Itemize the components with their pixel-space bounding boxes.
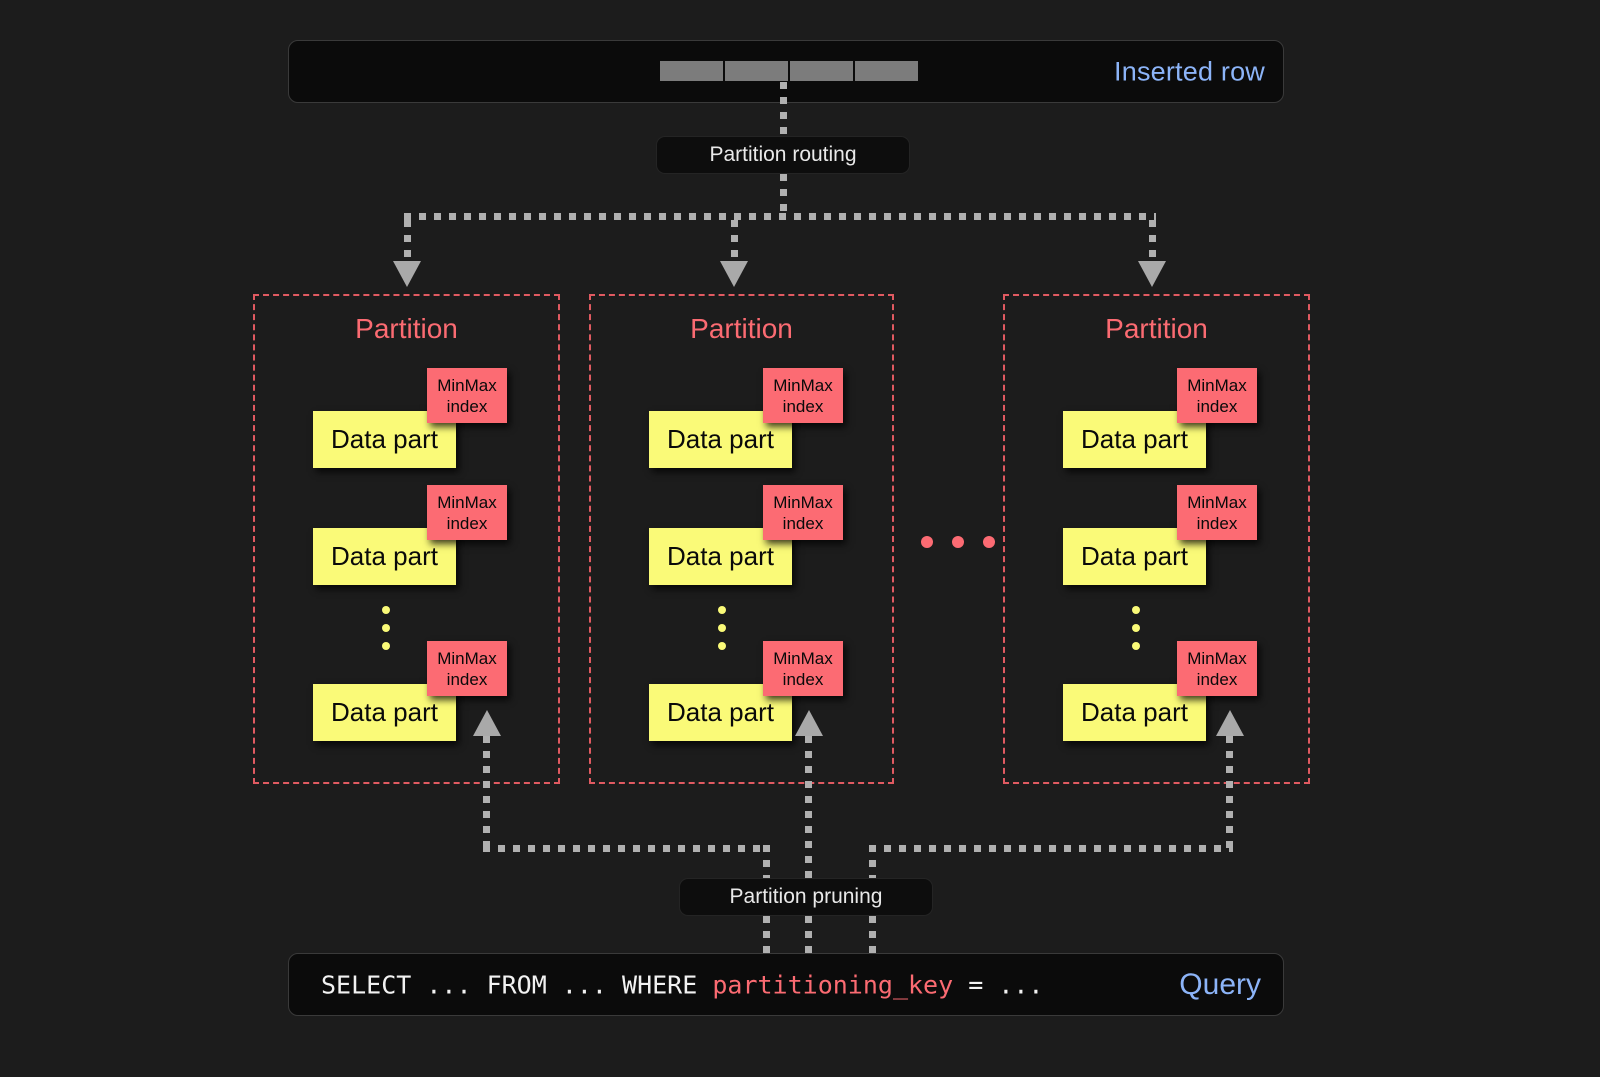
connector-prune-up-0 xyxy=(483,736,490,848)
data-part-box[interactable]: Data part xyxy=(313,684,456,741)
connector-prune-up-1 xyxy=(805,736,812,878)
arrow-into-partition-1 xyxy=(720,261,748,287)
data-parts-ellipsis xyxy=(718,606,726,650)
data-parts-ellipsis xyxy=(1132,606,1140,650)
minmax-index-line1: MinMax xyxy=(773,492,833,512)
connector-pruning-to-query-right xyxy=(869,916,876,954)
minmax-index-badge: MinMax index xyxy=(1177,485,1257,540)
minmax-index-line1: MinMax xyxy=(1187,492,1247,512)
partition-pruning-box: Partition pruning xyxy=(679,878,933,916)
inserted-row-cells xyxy=(660,61,918,81)
row-cell xyxy=(790,61,853,81)
arrow-into-partition-2 xyxy=(1138,261,1166,287)
data-part-row: MinMax index Data part xyxy=(255,641,558,751)
partition-container-2[interactable]: Partition MinMax index Data part MinMax … xyxy=(1003,294,1310,784)
connector-bus-to-partition-1 xyxy=(731,220,738,265)
minmax-index-line1: MinMax xyxy=(437,648,497,668)
connector-routing-to-bus xyxy=(780,174,787,216)
partition-title: Partition xyxy=(1105,313,1208,344)
data-part-row: MinMax index Data part xyxy=(255,485,558,595)
data-part-box[interactable]: Data part xyxy=(649,411,792,468)
connector-prune-up-2 xyxy=(1226,736,1233,848)
connector-routing-bus xyxy=(404,213,1156,220)
data-part-row: MinMax index Data part xyxy=(1005,641,1308,751)
connector-prune-bus-right xyxy=(869,845,1233,852)
query-panel: SELECT ... FROM ... WHERE partitioning_k… xyxy=(288,953,1284,1016)
minmax-index-badge: MinMax index xyxy=(763,368,843,423)
data-part-row: MinMax index Data part xyxy=(1005,368,1308,478)
minmax-index-line1: MinMax xyxy=(1187,648,1247,668)
minmax-index-line2: index xyxy=(782,513,824,533)
data-part-row: MinMax index Data part xyxy=(591,485,892,595)
minmax-index-line2: index xyxy=(782,669,824,689)
minmax-index-line2: index xyxy=(1196,396,1238,416)
partition-pruning-label: Partition pruning xyxy=(729,885,883,908)
minmax-index-line2: index xyxy=(446,513,488,533)
minmax-index-badge: MinMax index xyxy=(427,641,507,696)
row-cell xyxy=(855,61,918,81)
query-suffix: = ... xyxy=(953,970,1044,999)
connector-prune-bus-left xyxy=(483,845,765,852)
partition-routing-label: Partition routing xyxy=(709,143,857,166)
partition-container-0[interactable]: Partition MinMax index Data part MinMax … xyxy=(253,294,560,784)
arrow-into-partition-1-parts xyxy=(795,710,823,736)
connector-bus-to-partition-0 xyxy=(404,220,411,265)
partition-routing-box: Partition routing xyxy=(656,136,910,174)
minmax-index-line1: MinMax xyxy=(1187,375,1247,395)
connector-bus-to-pruning-right xyxy=(869,845,876,878)
data-part-row: MinMax index Data part xyxy=(1005,485,1308,595)
minmax-index-badge: MinMax index xyxy=(427,368,507,423)
partition-container-1[interactable]: Partition MinMax index Data part MinMax … xyxy=(589,294,894,784)
connector-bus-to-pruning-left xyxy=(763,845,770,878)
query-partitioning-key: partitioning_key xyxy=(712,970,954,999)
row-cell xyxy=(660,61,723,81)
connector-pruning-to-query-left xyxy=(763,916,770,954)
minmax-index-line2: index xyxy=(446,396,488,416)
data-parts-ellipsis xyxy=(382,606,390,650)
minmax-index-badge: MinMax index xyxy=(1177,368,1257,423)
data-part-row: MinMax index Data part xyxy=(591,368,892,478)
connector-bus-to-partition-2 xyxy=(1149,220,1156,265)
data-part-row: MinMax index Data part xyxy=(255,368,558,478)
query-sql-text: SELECT ... FROM ... WHERE partitioning_k… xyxy=(321,970,1043,999)
arrow-into-partition-0-parts xyxy=(473,710,501,736)
data-part-row: MinMax index Data part xyxy=(591,641,892,751)
connector-pruning-to-query-center xyxy=(805,916,812,954)
minmax-index-line1: MinMax xyxy=(773,375,833,395)
arrow-into-partition-0 xyxy=(393,261,421,287)
partition-title: Partition xyxy=(690,313,793,344)
minmax-index-line2: index xyxy=(782,396,824,416)
minmax-index-line2: index xyxy=(446,669,488,689)
minmax-index-badge: MinMax index xyxy=(763,485,843,540)
minmax-index-badge: MinMax index xyxy=(763,641,843,696)
query-prefix: SELECT ... FROM ... WHERE xyxy=(321,970,713,999)
query-label: Query xyxy=(1179,967,1261,1001)
minmax-index-badge: MinMax index xyxy=(1177,641,1257,696)
partition-title: Partition xyxy=(355,313,458,344)
row-cell xyxy=(725,61,788,81)
partitions-ellipsis xyxy=(921,536,995,548)
inserted-row-panel: Inserted row xyxy=(288,40,1284,103)
minmax-index-line2: index xyxy=(1196,669,1238,689)
data-part-box[interactable]: Data part xyxy=(313,528,456,585)
arrow-into-partition-2-parts xyxy=(1216,710,1244,736)
connector-row-to-routing xyxy=(780,82,787,138)
minmax-index-line1: MinMax xyxy=(437,375,497,395)
minmax-index-line1: MinMax xyxy=(773,648,833,668)
minmax-index-line2: index xyxy=(1196,513,1238,533)
inserted-row-label: Inserted row xyxy=(1114,56,1265,86)
minmax-index-line1: MinMax xyxy=(437,492,497,512)
data-part-box[interactable]: Data part xyxy=(1063,684,1206,741)
minmax-index-badge: MinMax index xyxy=(427,485,507,540)
